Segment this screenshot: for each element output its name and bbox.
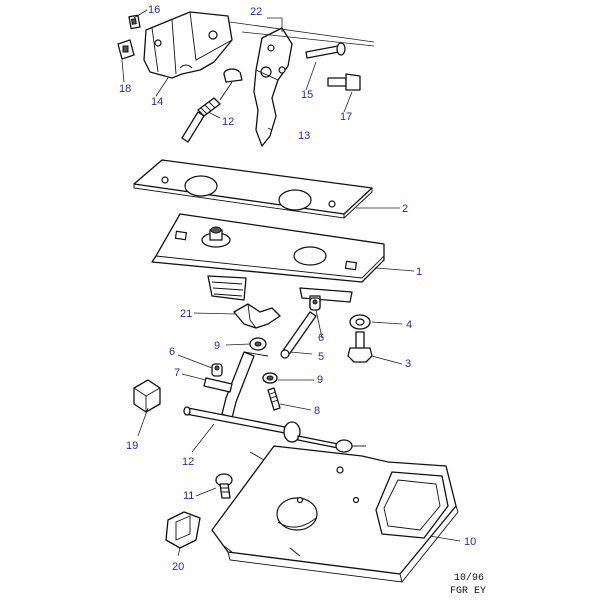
callout-14: 14 — [151, 96, 163, 108]
callout-10: 10 — [464, 536, 476, 548]
callout-9-lower: 9 — [317, 374, 323, 386]
footer-codes: 10/96 FGR EY — [450, 572, 486, 597]
part-3-hex-bolt — [347, 331, 373, 363]
part-5-connecting-rod — [280, 311, 317, 359]
part-21-clip — [233, 303, 281, 329]
part-12-cable-end-upper — [181, 81, 233, 143]
part-15-bolt — [305, 42, 346, 59]
part-6-pin-left — [211, 363, 223, 377]
callout-5: 5 — [318, 351, 324, 363]
part-20-clip — [165, 511, 201, 549]
callout-6-left: 6 — [169, 346, 175, 358]
part-2-gasket-plate — [133, 159, 373, 219]
part-1-latch-plate — [151, 213, 385, 309]
part-9-clip-lower — [262, 372, 278, 384]
callout-22: 22 — [250, 6, 262, 18]
part-8-spring-pin — [267, 387, 281, 411]
reference-code: FGR EY — [450, 586, 486, 597]
callout-11: 11 — [183, 490, 194, 502]
part-11-screw — [215, 473, 233, 499]
callout-4: 4 — [406, 319, 412, 331]
callout-16: 16 — [148, 4, 160, 16]
callout-9-upper: 9 — [214, 340, 220, 352]
callout-12-upper: 12 — [222, 116, 234, 128]
callout-3: 3 — [405, 358, 411, 370]
callout-2: 2 — [402, 203, 408, 215]
part-10-base-plate — [211, 445, 459, 583]
part-16-clip-nut — [128, 14, 141, 30]
callout-19: 19 — [126, 440, 138, 452]
part-12-rod-lower — [183, 406, 366, 453]
callout-13: 13 — [298, 130, 310, 142]
callout-21: 21 — [180, 308, 192, 320]
part-19-clip — [133, 379, 161, 413]
part-4-washer — [349, 314, 371, 330]
callout-18: 18 — [119, 83, 131, 95]
callout-20: 20 — [172, 561, 184, 573]
callout-1: 1 — [416, 266, 422, 278]
part-13-latch-hook — [253, 27, 293, 147]
callout-12-lower: 12 — [182, 456, 194, 468]
callout-15: 15 — [301, 89, 313, 101]
part-17-bolt — [327, 73, 361, 91]
part-22-pin — [223, 68, 243, 83]
date-code: 10/96 — [454, 572, 484, 584]
callout-labels: 16 22 18 14 15 17 12 13 2 1 21 6 4 9 5 6… — [119, 4, 476, 573]
part-6-pin-right — [309, 297, 321, 311]
callout-7: 7 — [174, 367, 180, 379]
part-14-bracket — [143, 11, 233, 79]
part-18-square-nut — [117, 39, 135, 60]
part-7-lever — [203, 351, 255, 419]
callout-17: 17 — [340, 111, 352, 123]
callout-6-right: 6 — [318, 332, 324, 344]
leader-lines — [121, 9, 461, 557]
callout-8: 8 — [314, 405, 320, 417]
